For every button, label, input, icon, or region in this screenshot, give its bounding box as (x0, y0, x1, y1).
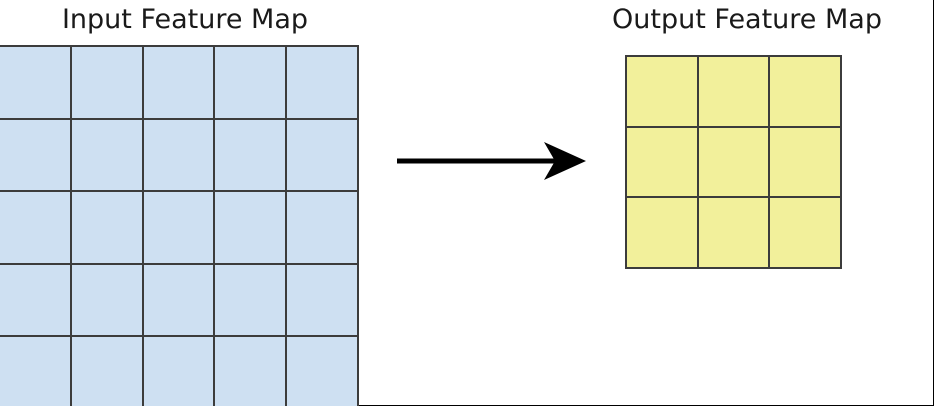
input-cell-r1c3 (215, 119, 286, 191)
output-cell-r2c1 (698, 198, 769, 267)
input-cell-r0c0 (0, 47, 70, 118)
input-cell-r2c2 (143, 192, 214, 263)
input-cell-r2c3 (215, 192, 286, 263)
input-cell-r3c4 (287, 264, 357, 336)
input-cell-r0c4 (287, 47, 357, 118)
output-cell-r0c2 (770, 57, 840, 126)
input-cell-r0c1 (71, 47, 142, 118)
input-cell-r2c0 (0, 192, 70, 263)
output-cell-r0c1 (698, 57, 769, 126)
output-cell-r1c2 (770, 127, 840, 197)
input-cell-r1c1 (71, 119, 142, 191)
input-cell-r2c1 (71, 192, 142, 263)
output-cell-r2c2 (770, 198, 840, 267)
input-cell-r4c3 (215, 337, 286, 406)
output-cell-r1c1 (698, 127, 769, 197)
output-cell-r0c0 (627, 57, 697, 126)
input-cell-r3c2 (143, 264, 214, 336)
input-cell-r3c0 (0, 264, 70, 336)
input-cell-r0c3 (215, 47, 286, 118)
input-cell-r1c4 (287, 119, 357, 191)
input-feature-map-title: Input Feature Map (61, 4, 309, 35)
input-cell-r4c4 (287, 337, 357, 406)
output-feature-map-grid (625, 55, 842, 269)
input-cell-r3c1 (71, 264, 142, 336)
input-cell-r1c0 (0, 119, 70, 191)
input-cell-r0c2 (143, 47, 214, 118)
input-cell-r1c2 (143, 119, 214, 191)
input-feature-map-grid (0, 45, 359, 406)
input-cell-r3c3 (215, 264, 286, 336)
output-cell-r1c0 (627, 127, 697, 197)
input-cell-r4c2 (143, 337, 214, 406)
input-cell-r4c1 (71, 337, 142, 406)
output-cell-r2c0 (627, 198, 697, 267)
input-cell-r4c0 (0, 337, 70, 406)
output-feature-map-title: Output Feature Map (612, 4, 882, 35)
right-arrow-icon (397, 142, 586, 180)
input-cell-r2c4 (287, 192, 357, 263)
